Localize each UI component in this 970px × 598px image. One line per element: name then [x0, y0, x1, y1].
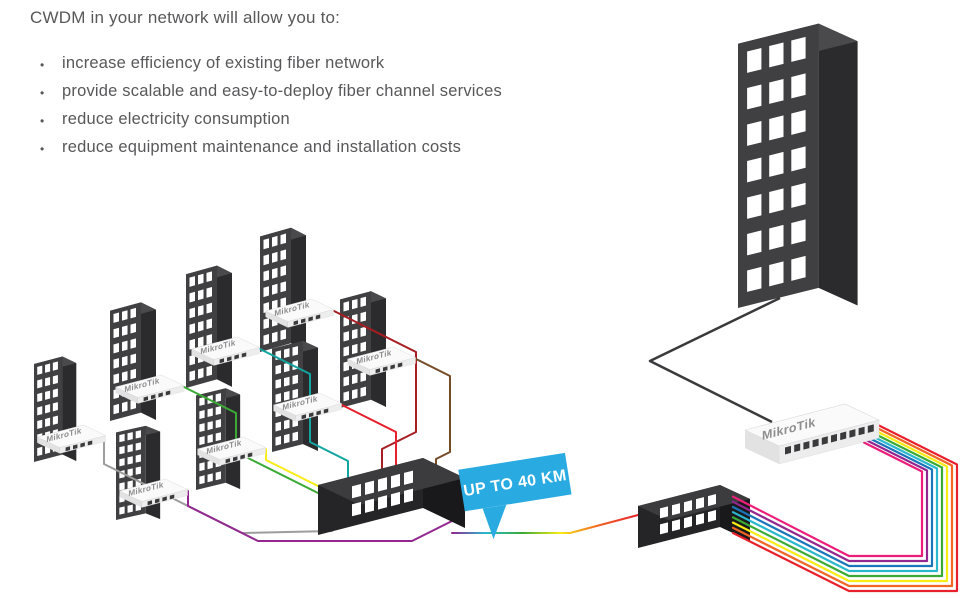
list-item: • reduce electricity consumption	[30, 110, 502, 131]
wavelength-fiber	[731, 437, 929, 563]
ports	[660, 494, 716, 535]
bullet-icon: •	[40, 86, 45, 100]
fiber-link	[183, 386, 321, 495]
wavelength-fiber	[731, 430, 939, 573]
office-building-icon	[260, 227, 306, 352]
benefit-text: reduce electricity consumption	[62, 110, 290, 128]
badge-background	[458, 452, 572, 512]
office-building-icon	[186, 265, 232, 388]
bullet-icon: •	[40, 114, 45, 128]
wavelength-fiber	[731, 416, 959, 593]
switch-top-face	[744, 403, 880, 447]
mikrotik-switch: MikroTik	[744, 403, 880, 465]
headquarters-building-icon	[738, 23, 858, 308]
fiber-link	[415, 358, 451, 469]
wavelength-fiber	[731, 423, 949, 583]
page-title: CWDM in your network will allow you to:	[30, 8, 341, 27]
cwdm-mux-left	[318, 458, 465, 535]
wavelength-fiber	[731, 441, 924, 558]
benefit-text: increase efficiency of existing fiber ne…	[62, 54, 385, 72]
badge-pointer	[482, 504, 507, 540]
office-building-icon	[110, 302, 156, 421]
fiber-link	[187, 490, 457, 542]
benefits-list: • increase efficiency of existing fiber n…	[30, 54, 502, 159]
wavelength-fiber	[731, 434, 934, 568]
ports	[352, 470, 413, 517]
fiber-link	[259, 348, 349, 479]
header: CWDM in your network will allow you to: …	[30, 8, 502, 159]
bullet-icon: •	[40, 58, 45, 72]
list-item: • provide scalable and easy-to-deploy fib…	[30, 82, 502, 103]
fiber-link	[341, 404, 397, 469]
fiber-link	[333, 310, 417, 471]
office-building-icon	[340, 291, 386, 408]
benefit-text: provide scalable and easy-to-deploy fibe…	[62, 82, 502, 100]
bullet-icon: •	[40, 142, 45, 156]
list-item: • increase efficiency of existing fiber n…	[30, 54, 502, 75]
wavelength-fiber	[731, 420, 954, 588]
ports	[785, 424, 874, 455]
fiber-link	[265, 448, 323, 489]
trunk-fiber-link	[451, 514, 639, 534]
benefit-text: reduce equipment maintenance and install…	[62, 138, 462, 156]
list-item: • reduce equipment maintenance and instal…	[30, 138, 502, 159]
distance-badge: UP TO 40 KM	[458, 452, 572, 540]
switch-left-face	[745, 430, 779, 464]
wavelength-fiber	[731, 427, 944, 578]
building-uplink	[648, 296, 781, 424]
cwdm-mux-right	[638, 485, 750, 548]
